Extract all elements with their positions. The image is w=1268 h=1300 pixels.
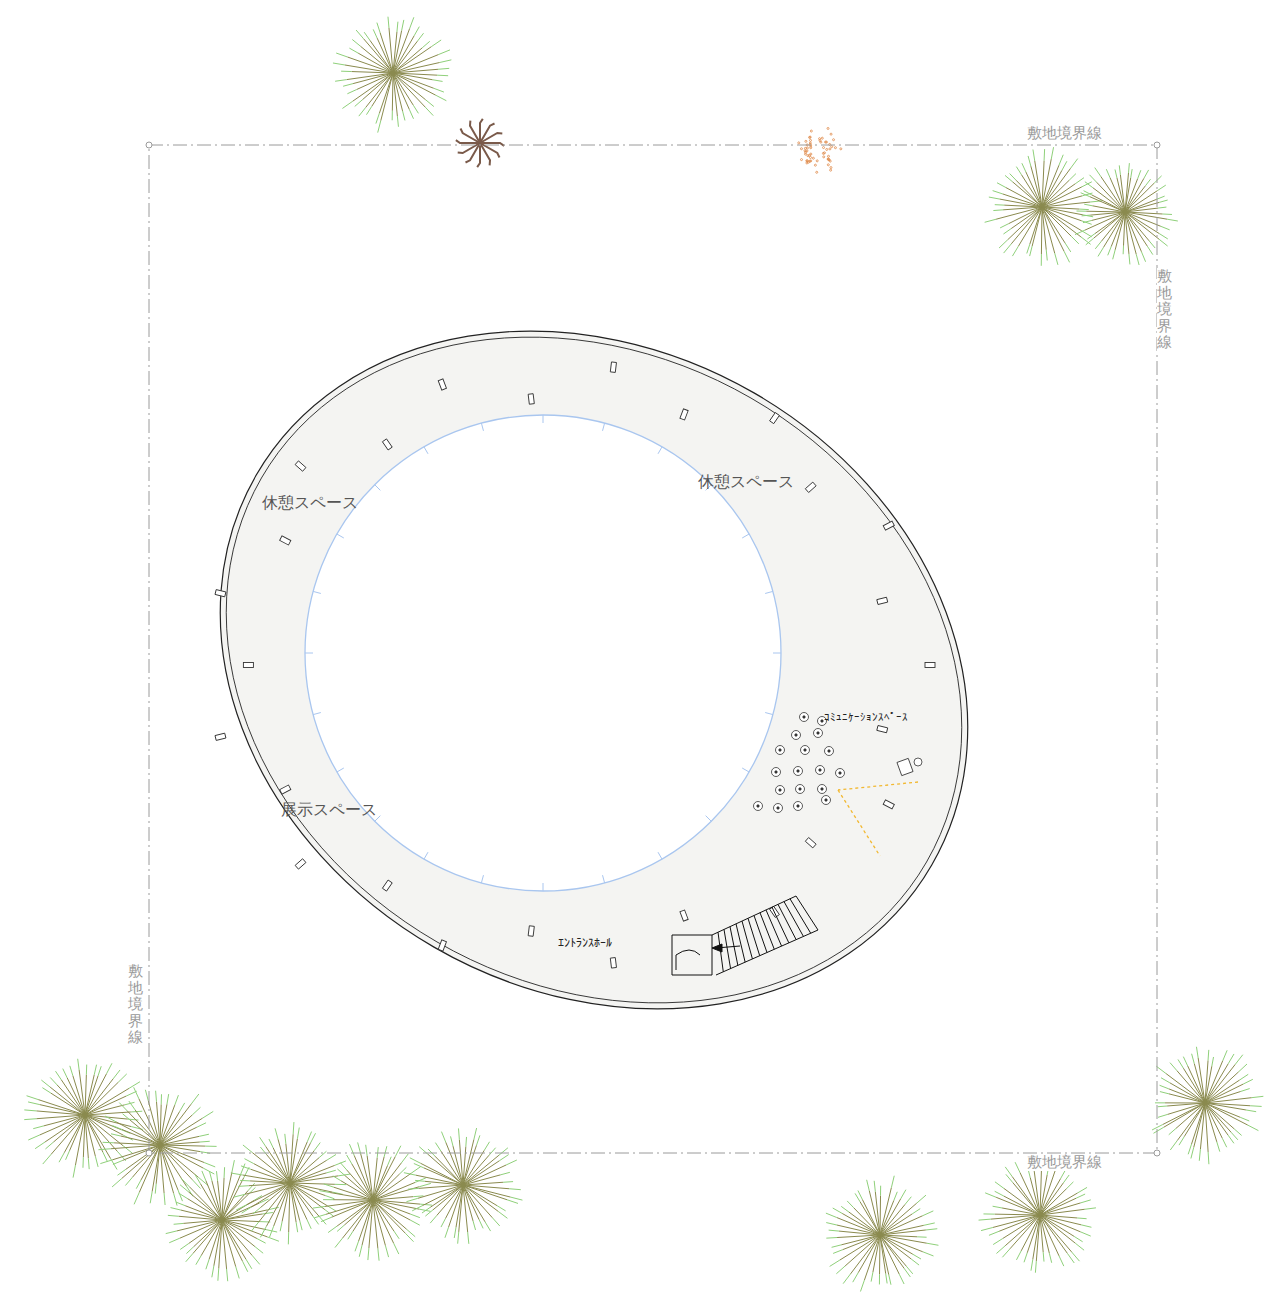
site-boundary-label: 敷地境界線 xyxy=(128,963,143,1046)
tree-symbols xyxy=(24,17,1263,1292)
stair xyxy=(672,896,818,975)
lectern xyxy=(897,758,922,776)
room-label: 休憩スペース xyxy=(262,494,358,512)
room-label: ｴﾝﾄﾗﾝｽﾎｰﾙ xyxy=(558,937,612,950)
room-label: ｺﾐｭﾆｹｰｼｮﾝｽﾍﾟｰｽ xyxy=(824,712,908,724)
site-boundary-label: 敷地境界線 xyxy=(1027,125,1102,142)
room-label: 休憩スペース xyxy=(698,473,794,491)
chairs xyxy=(754,713,845,813)
site-boundary-label: 敷地境界線 xyxy=(1027,1154,1102,1171)
building xyxy=(96,198,1091,1142)
room-label: 展示スペース xyxy=(281,801,377,819)
site-boundary-label: 敷地境界線 xyxy=(1157,268,1172,351)
projection-lines xyxy=(838,782,918,856)
